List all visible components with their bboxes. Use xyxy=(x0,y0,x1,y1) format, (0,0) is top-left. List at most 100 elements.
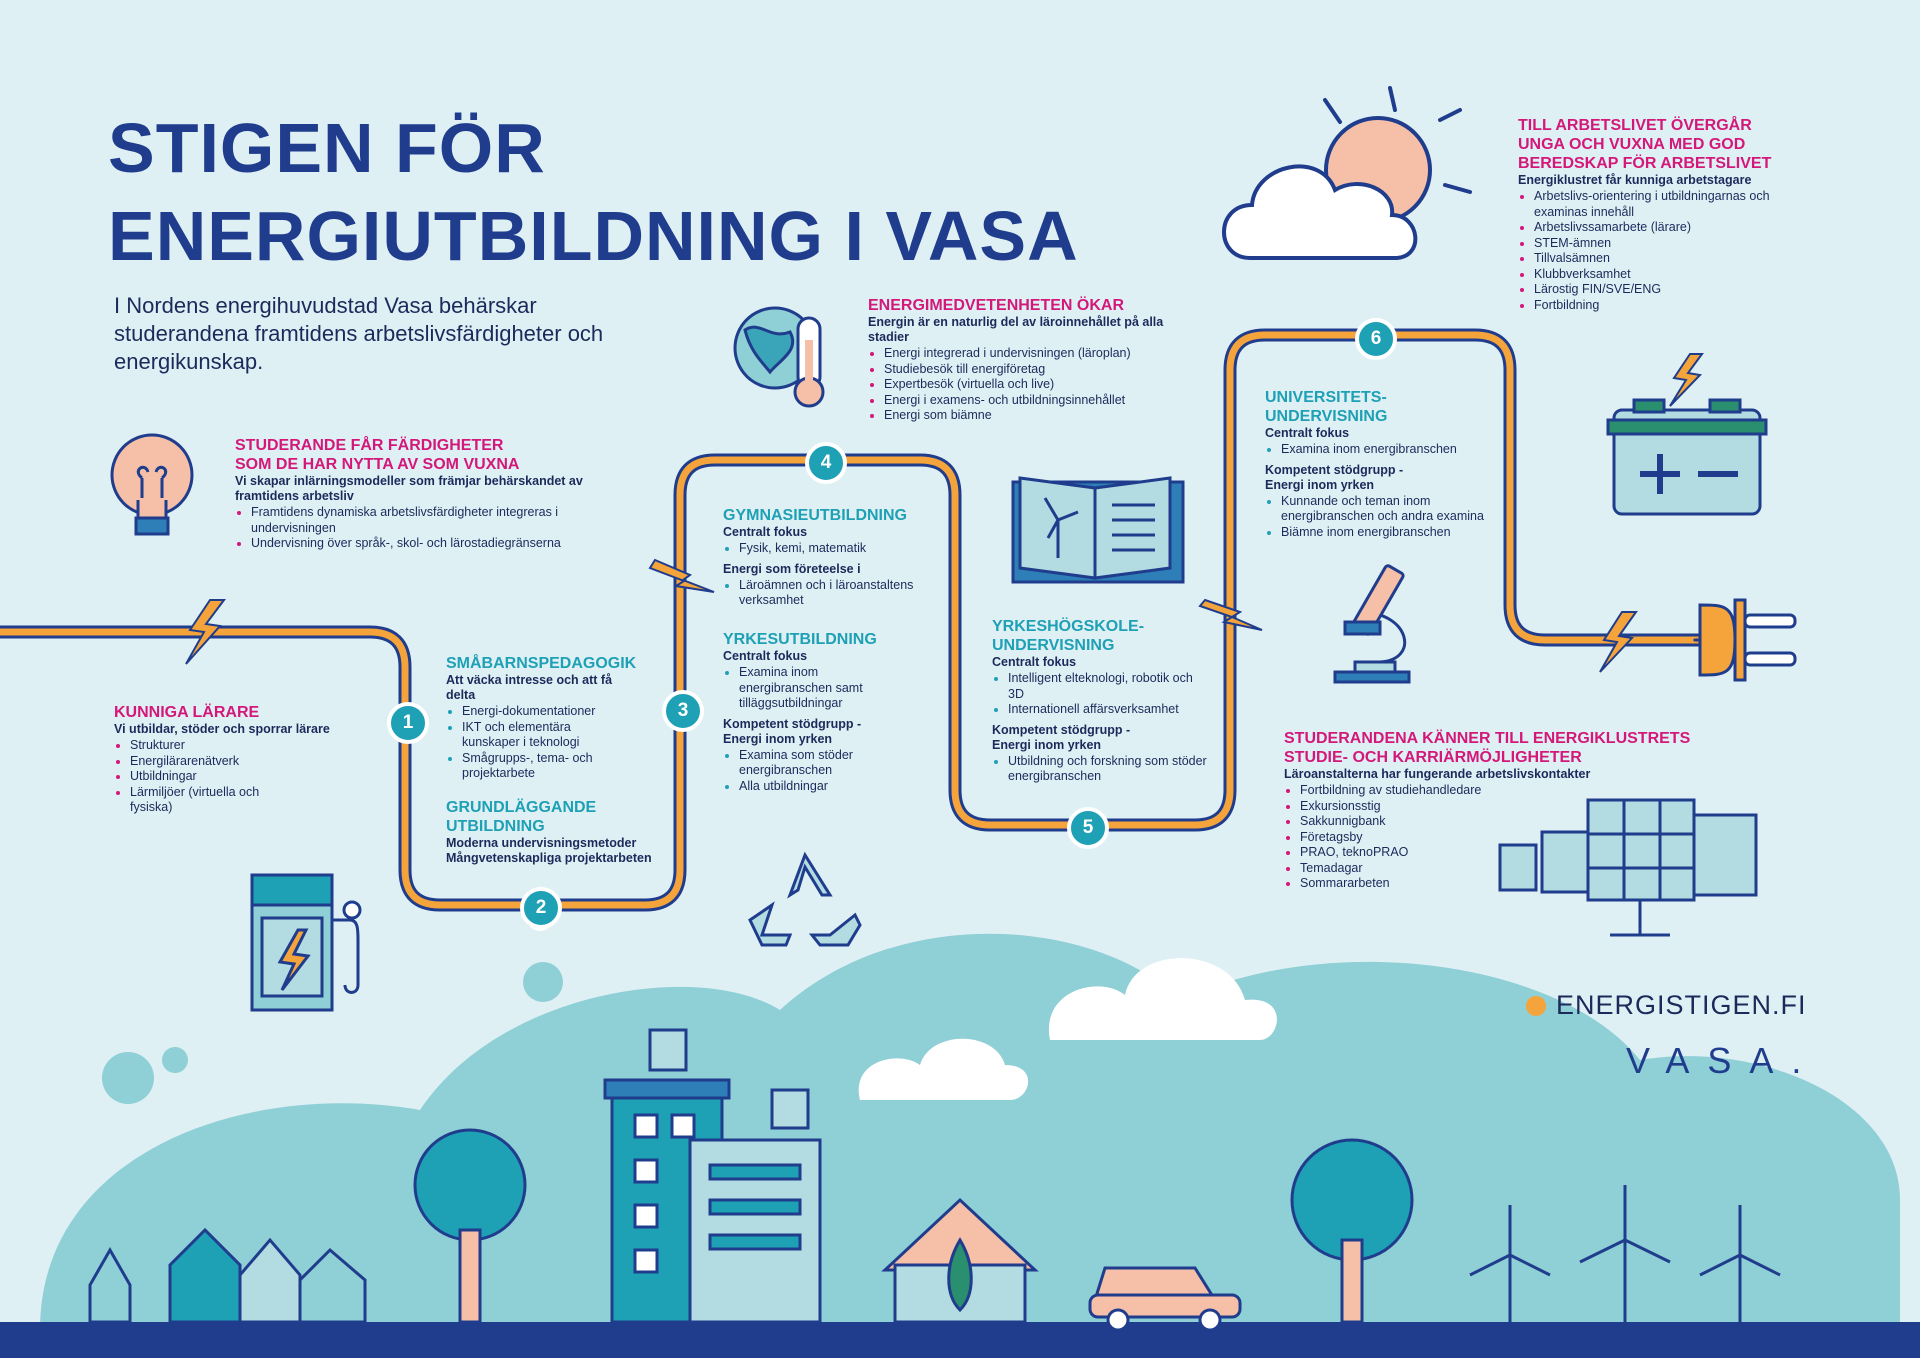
title-line-2: ENERGIUTBILDNING I VASA xyxy=(108,197,1079,275)
heading: BEREDSKAP FÖR ARBETSLIVET xyxy=(1518,155,1772,172)
heading: STUDIE- OCH KARRIÄRMÖJLIGHETER xyxy=(1284,749,1582,766)
heading: TILL ARBETSLIVET ÖVERGÅR xyxy=(1518,117,1752,134)
list-item: Examina inom energibranschen xyxy=(1281,442,1495,458)
lightbulb-icon xyxy=(110,433,194,536)
list-item: PRAO, teknoPRAO xyxy=(1300,845,1704,861)
heading: ENERGIMEDVETENHETEN ÖKAR xyxy=(868,297,1125,314)
hills xyxy=(40,905,1900,1330)
section-gymnasie: GYMNASIEUTBILDNING Centralt fokus Fysik,… xyxy=(723,506,933,614)
list-item: Läroämnen och i läroanstaltens verksamhe… xyxy=(739,578,914,609)
subheading: Centralt fokus xyxy=(723,525,808,539)
list-item: Fysik, kemi, matematik xyxy=(739,541,933,557)
subheading: Energin är en naturlig del av läroinnehå… xyxy=(868,315,1164,344)
list-item: Energilärarenätverk xyxy=(130,754,280,770)
section-yrkes: YRKESUTBILDNING Centralt fokus Examina i… xyxy=(723,630,923,799)
list-item: Fortbildning av studiehandledare xyxy=(1300,783,1704,799)
list-item: Studiebesök till energiföretag xyxy=(884,362,1198,378)
subheading: Centralt fokus xyxy=(992,655,1077,669)
section-larare: KUNNIGA LÄRARE Vi utbildar, stöder och s… xyxy=(114,703,364,821)
step-1: 1 xyxy=(387,702,429,744)
heading: KUNNIGA LÄRARE xyxy=(114,704,260,721)
list-item: Sommararbeten xyxy=(1300,876,1704,892)
list-item: Energi-dokumentationer xyxy=(462,704,612,720)
section-smabarn: SMÅBARNSPEDAGOGIK Att väcka intresse och… xyxy=(446,654,646,787)
vasa-logo: VASA. xyxy=(1626,1040,1820,1081)
heading: YRKESUTBILDNING xyxy=(723,631,877,648)
list-item: Lärmiljöer (virtuella och fysiska) xyxy=(130,785,280,816)
globe-thermometer-icon xyxy=(733,306,825,408)
list-item: Intelligent elteknologi, robotik och 3D xyxy=(1008,671,1208,702)
subheading: Att väcka intresse och att få delta xyxy=(446,673,613,702)
sun-cloud-icon xyxy=(1222,86,1472,260)
list-item: Företagsby xyxy=(1300,830,1704,846)
plug-icon xyxy=(1693,598,1797,682)
list-item: Energi integrerad i undervisningen (läro… xyxy=(884,346,1198,362)
cloud-icon xyxy=(858,958,1277,1100)
battery-icon xyxy=(1606,398,1768,516)
heading: STUDERANDENA KÄNNER TILL ENERGIKLUSTRETS xyxy=(1284,730,1691,747)
list-item: Klubbverksamhet xyxy=(1534,267,1799,283)
subheading: Vi utbildar, stöder och sporrar lärare xyxy=(114,722,330,736)
list-item: Smågrupps-, tema- och projektarbete xyxy=(462,751,612,782)
heading: YRKESHÖGSKOLE- xyxy=(992,618,1145,635)
recycle-icon xyxy=(748,851,862,947)
heading: GYMNASIEUTBILDNING xyxy=(723,507,907,524)
section-klustret: STUDERANDENA KÄNNER TILL ENERGIKLUSTRETS… xyxy=(1284,729,1704,897)
heading: UNGA OCH VUXNA MED GOD xyxy=(1518,136,1746,153)
list-item: Kunnande och teman inom energibranschen … xyxy=(1281,494,1486,525)
list-item: Energi som biämne xyxy=(884,408,1198,424)
list-item: STEM-ämnen xyxy=(1534,236,1799,252)
heading: UNDERVISNING xyxy=(992,637,1115,654)
subheading: Energi som företeelse i xyxy=(723,561,861,576)
list-item: Energi i examens- och utbildningsinnehål… xyxy=(884,393,1198,409)
list-item: Utbildning och forskning som stöder ener… xyxy=(1008,754,1213,785)
solar-panels-icon xyxy=(1498,798,1758,937)
lightning-icon xyxy=(185,353,1704,673)
list-item: Arbetslivs-orientering i utbildningarnas… xyxy=(1534,189,1799,220)
list-item: Biämne inom energibranschen xyxy=(1281,525,1486,541)
subheading: Läroanstalterna har fungerande arbetsliv… xyxy=(1284,767,1591,781)
list-item: Undervisning över språk-, skol- och läro… xyxy=(251,536,631,552)
step-6: 6 xyxy=(1355,318,1397,360)
list-item: Examina som stöder energibranschen xyxy=(739,748,889,779)
subheading: Energiklustret får kunniga arbetstagare xyxy=(1518,173,1752,187)
list-item: Lärostig FIN/SVE/ENG xyxy=(1534,282,1799,298)
section-grund: GRUNDLÄGGANDE UTBILDNING Moderna undervi… xyxy=(446,798,676,866)
list-item: Tillvalsämnen xyxy=(1534,251,1799,267)
section-medvetenhet: ENERGIMEDVETENHETEN ÖKAR Energin är en n… xyxy=(868,296,1198,429)
list-item: Fortbildning xyxy=(1534,298,1799,314)
list-item: Sakkunnigbank xyxy=(1300,814,1704,830)
list-item: Framtidens dynamiska arbetslivsfärdighet… xyxy=(251,505,631,536)
list-item: Strukturer xyxy=(130,738,280,754)
subheading: Vi skapar inlärningsmodeller som främjar… xyxy=(235,474,583,503)
step-4: 4 xyxy=(805,442,847,484)
section-yrkeshogskola: YRKESHÖGSKOLE- UNDERVISNING Centralt fok… xyxy=(992,617,1212,790)
microscope-icon xyxy=(1333,564,1411,684)
page-title: STIGEN FÖR ENERGIUTBILDNING I VASA xyxy=(108,104,1079,280)
heading: UTBILDNING xyxy=(446,818,545,835)
title-line-1: STIGEN FÖR xyxy=(108,109,546,187)
section-universitet: UNIVERSITETS- UNDERVISNING Centralt foku… xyxy=(1265,388,1495,545)
ground-strip xyxy=(0,1322,1920,1358)
list-item: IKT och elementära kunskaper i teknologi xyxy=(462,720,612,751)
charging-station-icon xyxy=(250,873,362,1012)
subheading: Kompetent stödgrupp - Energi inom yrken xyxy=(1265,462,1404,492)
list-item: Exkursionsstig xyxy=(1300,799,1704,815)
subheading: Moderna undervisningsmetoder xyxy=(446,836,637,850)
step-3: 3 xyxy=(662,690,704,732)
section-arbetsliv: TILL ARBETSLIVET ÖVERGÅR UNGA OCH VUXNA … xyxy=(1518,116,1818,318)
heading: UNIVERSITETS- xyxy=(1265,389,1387,406)
heading: GRUNDLÄGGANDE xyxy=(446,799,597,816)
section-studerande: STUDERANDE FÅR FÄRDIGHETER SOM DE HAR NY… xyxy=(235,436,635,557)
list-item: Alla utbildningar xyxy=(739,779,889,795)
list-item: Temadagar xyxy=(1300,861,1704,877)
intro-text: I Nordens energihuvudstad Vasa behärskar… xyxy=(114,293,604,374)
brand-site: ENERGISTIGEN.FI xyxy=(1556,990,1807,1020)
list-item: Utbildningar xyxy=(130,769,280,785)
list-item: Expertbesök (virtuella och live) xyxy=(884,377,1198,393)
step-2: 2 xyxy=(520,887,562,929)
brand-link[interactable]: ENERGISTIGEN.FI xyxy=(1526,990,1807,1021)
step-5: 5 xyxy=(1067,807,1109,849)
subheading: Centralt fokus xyxy=(723,649,808,663)
